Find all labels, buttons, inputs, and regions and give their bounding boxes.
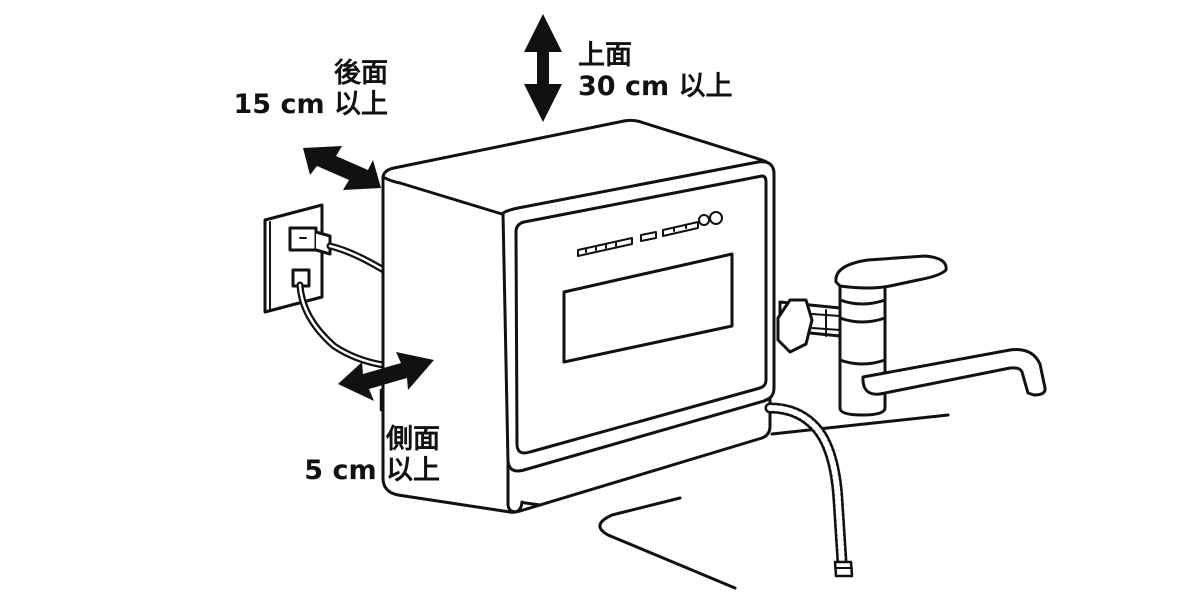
wall-outlet bbox=[263, 203, 332, 314]
back-clearance-label: 後面 15 cm 以上 bbox=[200, 58, 388, 120]
dishwasher bbox=[381, 118, 776, 514]
side-clearance-value: 5 cm 以上 bbox=[304, 455, 440, 486]
double-arrow-icon bbox=[303, 14, 562, 401]
hose-icon bbox=[764, 402, 854, 578]
side-clearance-label: 側面 5 cm 以上 bbox=[270, 424, 440, 486]
back-clearance-title: 後面 bbox=[334, 58, 388, 89]
power-plug-icon bbox=[288, 226, 332, 256]
faucet-icon bbox=[834, 254, 1047, 417]
water-connector bbox=[776, 298, 842, 354]
side-clearance-title: 側面 bbox=[386, 424, 440, 455]
top-clearance-title: 上面 bbox=[578, 40, 632, 71]
back-clearance-value: 15 cm 以上 bbox=[233, 89, 388, 120]
top-clearance-label: 上面 30 cm 以上 bbox=[578, 40, 733, 102]
top-clearance-value: 30 cm 以上 bbox=[578, 71, 733, 102]
